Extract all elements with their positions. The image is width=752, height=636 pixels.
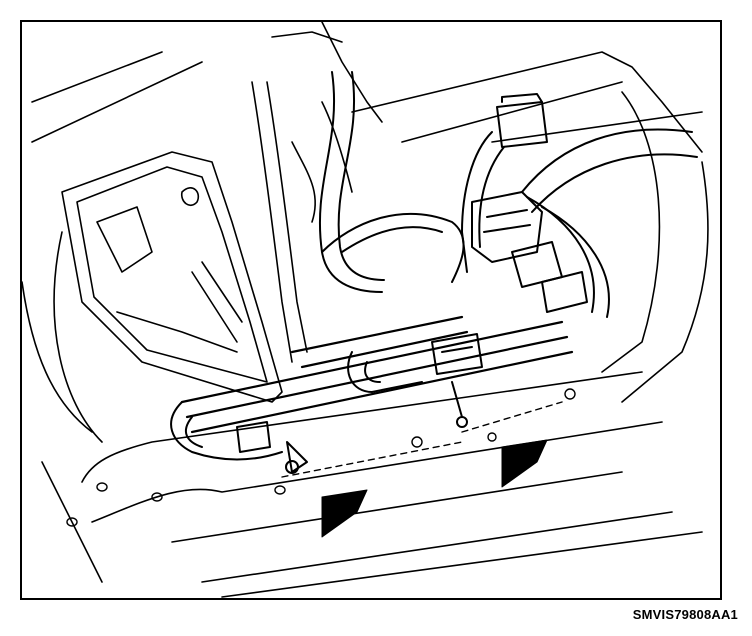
panel-outline-lines [22,22,709,598]
harness-clips [236,333,483,474]
door-panel-opening [61,151,283,403]
corrugated-conduit-right [521,128,698,318]
diagram-frame [20,20,722,600]
main-wiring-harness [180,315,574,434]
electrical-connector-cluster [471,191,588,313]
direction-arrows [321,439,548,538]
direction-arrow-left [321,489,368,538]
figure-reference-code: SMVIS79808AA1 [632,607,738,622]
dashed-guide-lines [281,401,563,478]
electrical-connector-top [461,93,548,273]
panel-rivet-holes [66,388,576,527]
lower-harness-loop [170,351,423,461]
corrugated-conduit-upper [318,71,465,293]
direction-arrow-right [501,439,548,488]
wiring-harness-diagram-icon [22,22,709,598]
center-bracket [251,81,353,363]
